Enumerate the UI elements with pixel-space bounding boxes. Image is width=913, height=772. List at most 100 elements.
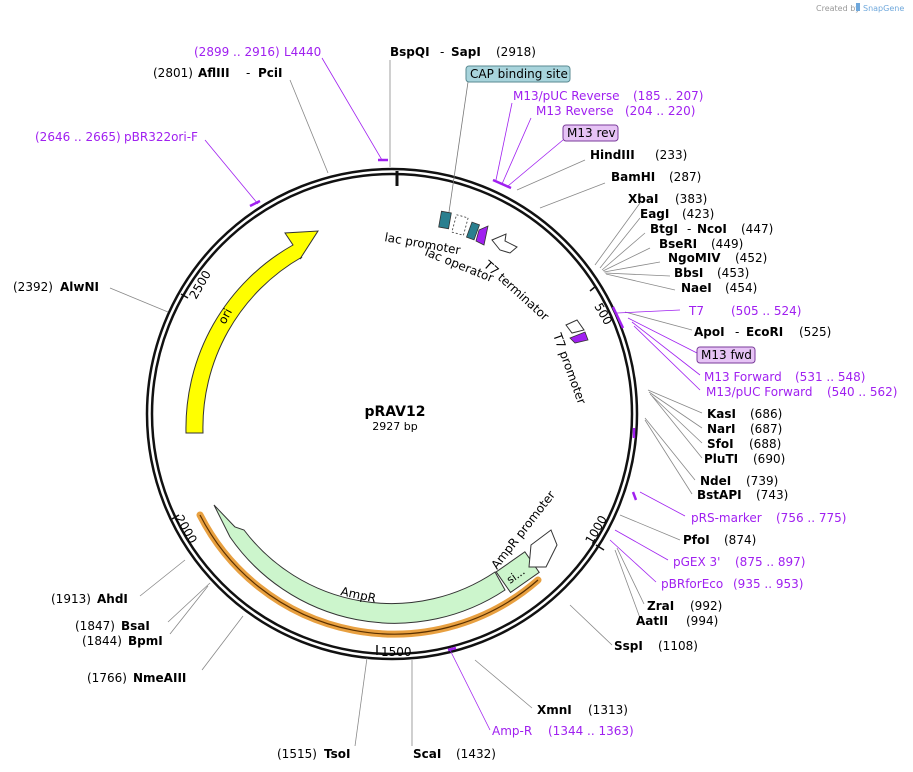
enzyme-pluti-pos: (690) <box>753 452 785 466</box>
enzyme-bspqi: BspQI - SapI (2918) <box>390 45 536 59</box>
svg-text:-: - <box>687 222 691 236</box>
enzyme-ngomiv-name: NgoMIV <box>668 251 721 265</box>
enzyme-tsoi: (1515) TsoI <box>277 747 350 761</box>
enzyme-apoi-name: ApoI <box>694 325 725 339</box>
enzyme-ngomiv-pos: (452) <box>735 251 767 265</box>
snapgene-text: SnapGene <box>863 4 904 13</box>
enzyme-ncoi-name: NcoI <box>697 222 727 236</box>
enzyme-kasi-pos: (686) <box>750 407 782 421</box>
enzyme-tsoi-pos: (1515) <box>277 747 317 761</box>
enzyme-eagi-name: EagI <box>640 207 669 221</box>
primer-pgex3-range: (875 .. 897) <box>735 555 805 569</box>
enzyme-naei-pos: (454) <box>725 281 757 295</box>
enzyme-bstapi-name: BstAPI <box>697 488 742 502</box>
ori-label: ori <box>215 306 235 326</box>
primer-l4440-range: (2899 .. 2916) <box>194 45 280 59</box>
enzyme-bamhi-pos: (287) <box>669 170 701 184</box>
enzyme-hindiii-pos: (233) <box>655 148 687 162</box>
enzyme-sspi: SspI (1108) <box>614 639 698 653</box>
enzyme-bseri-name: BseRI <box>659 237 697 251</box>
enzyme-sfoi-pos: (688) <box>749 437 781 451</box>
primer-l4440-name: L4440 <box>284 45 321 59</box>
enzyme-leaders <box>109 60 703 747</box>
primer-m13-fwd-box-bg <box>696 346 756 364</box>
primer-m13-rev-name: M13 rev <box>567 126 616 140</box>
enzyme-bseri-pos: (449) <box>711 237 743 251</box>
lac-operator-block <box>465 221 481 241</box>
primer-prs-marker-name: pRS-marker <box>691 511 762 525</box>
enzyme-apoi-pos: (525) <box>799 325 831 339</box>
cap-binding-label: CAP binding site <box>470 67 568 81</box>
plasmid-name: pRAV12 <box>364 404 425 420</box>
enzyme-nari-name: NarI <box>707 422 736 436</box>
enzyme-zrai: ZraI (992) <box>647 599 722 613</box>
primer-m13-rev-box: M13 rev <box>562 124 619 142</box>
enzyme-bbsi: BbsI (453) <box>674 266 749 280</box>
enzyme-bpmi-pos: (1844) <box>82 634 122 648</box>
primer-m13-forward-name: M13 Forward <box>704 370 782 384</box>
enzyme-nmeaiii: (1766) NmeAIII <box>87 671 186 685</box>
primer-leaders <box>204 57 701 731</box>
enzyme-ndei-pos: (739) <box>746 474 778 488</box>
t7-promoter-feature: T7 promoter <box>550 319 589 406</box>
primer-m13-reverse: M13 Reverse (204 .. 220) <box>536 104 695 118</box>
enzyme-xmni: XmnI (1313) <box>537 703 628 717</box>
enzyme-ahdi: (1913) AhdI <box>51 592 128 606</box>
enzyme-xbai-name: XbaI <box>628 192 658 206</box>
primer-m13-reverse-range: (204 .. 220) <box>625 104 695 118</box>
lac-promoter-box <box>451 214 469 236</box>
enzyme-sfoi: SfoI (688) <box>707 437 781 451</box>
cap-binding-site: CAP binding site <box>448 65 571 213</box>
primer-m13puc-fwd: M13/pUC Forward (540 .. 562) <box>706 385 897 399</box>
primer-m13-rev-box-bg <box>562 124 619 142</box>
tick-1500: 1500 <box>376 645 412 659</box>
created-by-text: Created by <box>816 4 860 13</box>
primer-amp-r-range: (1344 .. 1363) <box>548 724 634 738</box>
enzyme-afliii-name2: PciI <box>258 66 283 80</box>
enzyme-pfoi-pos: (874) <box>724 533 756 547</box>
enzyme-bsai-name: BsaI <box>121 619 150 633</box>
primer-pgex3-name: pGEX 3' <box>673 555 720 569</box>
enzyme-hindiii: HindIII (233) <box>590 148 687 162</box>
t7-terminator-label: T7 terminator <box>480 257 552 323</box>
enzyme-aatii: AatII (994) <box>636 614 718 628</box>
enzyme-aatii-pos: (994) <box>686 614 718 628</box>
primer-pbrforeco: pBRforEco (935 .. 953) <box>661 577 803 591</box>
enzyme-afliii-pos: (2801) <box>153 66 193 80</box>
t7-promoter-arrow <box>565 319 585 334</box>
backbone-outer <box>145 167 639 661</box>
enzyme-apoi: ApoI - EcoRI (525) <box>694 325 831 339</box>
primer-pbr322ori-name: pBR322ori-F <box>124 130 198 144</box>
enzyme-ahdi-name: AhdI <box>97 592 128 606</box>
enzyme-tsoi-name: TsoI <box>324 747 350 761</box>
enzyme-sspi-pos: (1108) <box>658 639 698 653</box>
enzyme-nmeaiii-name: NmeAIII <box>133 671 186 685</box>
backbone-inner <box>150 172 634 656</box>
enzyme-hindiii-name: HindIII <box>590 148 635 162</box>
cap-binding-box <box>465 65 571 83</box>
primer-prs-marker-range: (756 .. 775) <box>776 511 846 525</box>
enzyme-afliii: (2801) AflIII - PciI <box>153 66 283 80</box>
primer-m13puc-rev: M13/pUC Reverse (185 .. 207) <box>513 89 703 103</box>
enzyme-zrai-pos: (992) <box>690 599 722 613</box>
primer-t7-name: T7 <box>688 304 704 318</box>
enzyme-aatii-name: AatII <box>636 614 668 628</box>
enzyme-xmni-name: XmnI <box>537 703 572 717</box>
primer-m13-reverse-name: M13 Reverse <box>536 104 614 118</box>
enzyme-nmeaiii-pos: (1766) <box>87 671 127 685</box>
primer-pbr322ori: (2646 .. 2665) pBR322ori-F <box>35 130 198 144</box>
t7-promoter-label: T7 promoter <box>550 330 589 406</box>
primer-m13-forward-range: (531 .. 548) <box>795 370 865 384</box>
tick-label-1000: 1000 <box>582 513 609 546</box>
enzyme-bspqi-name2: SapI <box>451 45 481 59</box>
enzyme-btgi-pos: (447) <box>741 222 773 236</box>
enzyme-alwni: (2392) AlwNI <box>13 280 99 294</box>
primer-marks <box>249 158 638 652</box>
enzyme-kasi-name: KasI <box>707 407 736 421</box>
enzyme-xbai-pos: (383) <box>675 192 707 206</box>
enzyme-sspi-name: SspI <box>614 639 643 653</box>
enzyme-scai-name: ScaI <box>413 747 441 761</box>
enzyme-bpmi-name: BpmI <box>128 634 163 648</box>
enzyme-xbai: XbaI (383) <box>628 192 707 206</box>
enzyme-alwni-name: AlwNI <box>60 280 99 294</box>
